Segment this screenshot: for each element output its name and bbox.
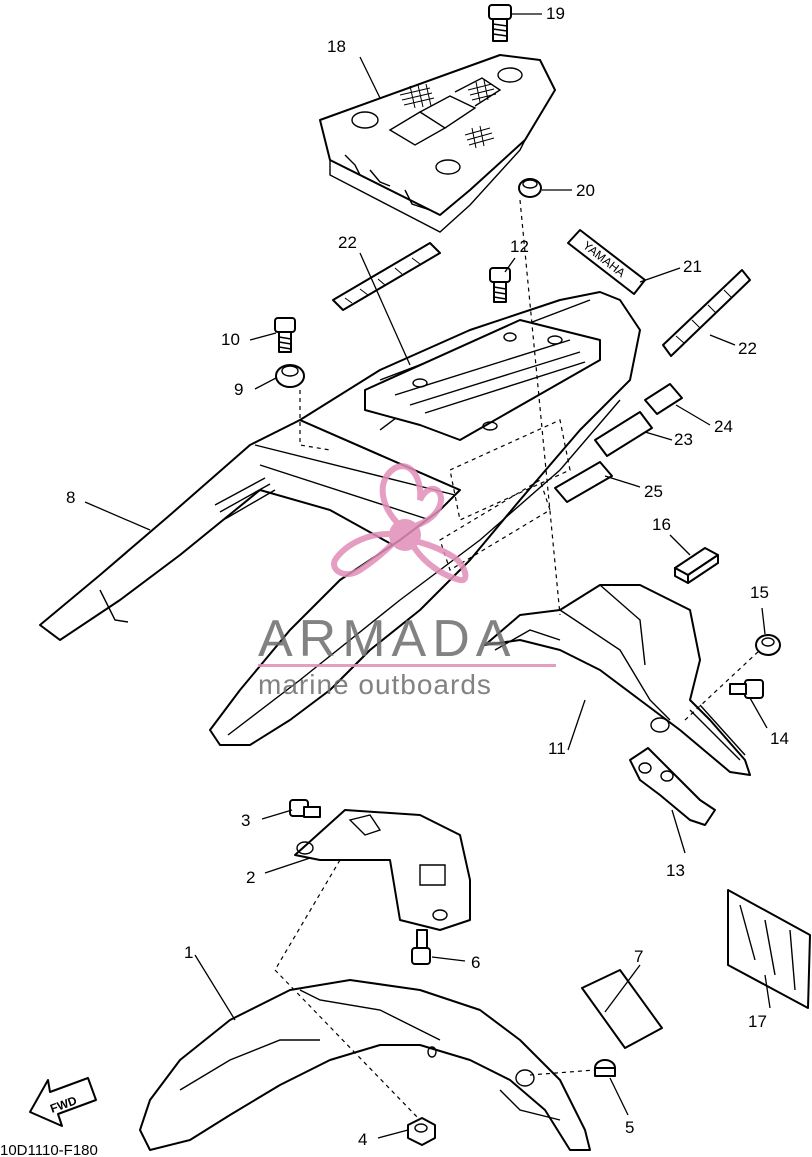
- callout-25: 25: [644, 482, 663, 501]
- callout-7: 7: [634, 947, 643, 966]
- part-18-carrier: [319, 54, 556, 233]
- callout-21: 21: [683, 257, 702, 276]
- part-24-decal: [644, 383, 683, 415]
- callout-labels: 1 2 3 4 5 6 7 8 9 10 11 12 13 14 15 16 1…: [66, 4, 789, 1149]
- callout-8: 8: [66, 488, 75, 507]
- part-10-bolt: [274, 317, 296, 353]
- part-6-bolt: [411, 929, 431, 965]
- propeller-blade-left: [331, 531, 406, 578]
- callout-17: 17: [748, 1012, 767, 1031]
- callout-23: 23: [674, 430, 693, 449]
- callout-1: 1: [184, 943, 193, 962]
- part-25-decal: [554, 461, 613, 503]
- callout-12: 12: [510, 237, 529, 256]
- part-12-bolt: [489, 267, 511, 303]
- armada-watermark: ARMADA marine outboards: [258, 463, 556, 700]
- callout-6: 6: [471, 953, 480, 972]
- callout-13: 13: [666, 861, 685, 880]
- part-11-rear-fender: [484, 584, 751, 776]
- propeller-blade-right: [404, 535, 469, 584]
- callout-22-left: 22: [338, 233, 357, 252]
- part-2-stay: [294, 809, 471, 931]
- part-16-reflector: [674, 547, 719, 584]
- part-21-yamaha-decal: YAMAHA: [567, 229, 646, 295]
- callout-19: 19: [546, 4, 565, 23]
- callout-10: 10: [221, 330, 240, 349]
- callout-16: 16: [652, 515, 671, 534]
- watermark-brand: ARMADA: [258, 610, 516, 668]
- callout-24: 24: [714, 417, 733, 436]
- part-20-grommet: [518, 178, 542, 198]
- callout-9: 9: [234, 380, 243, 399]
- propeller-logo: [331, 463, 469, 584]
- fwd-arrow: FWD: [29, 1077, 97, 1127]
- part-9-grommet: [275, 364, 305, 388]
- tail-bracket: [364, 319, 601, 441]
- part-15-nut: [755, 634, 781, 656]
- part-13-bracket: [629, 747, 716, 826]
- assembly-lines: [274, 199, 761, 1121]
- callout-11: 11: [548, 739, 566, 758]
- callout-5: 5: [625, 1118, 634, 1137]
- leader-lines: [84, 13, 771, 1139]
- part-22-stripe-left: [332, 242, 441, 311]
- part-19-bolt: [488, 4, 512, 42]
- callout-15: 15: [750, 583, 769, 602]
- watermark-divider: [258, 664, 556, 667]
- part-17-mudflap: [727, 889, 811, 1009]
- callout-3: 3: [241, 811, 250, 830]
- part-14-bolt: [729, 679, 764, 699]
- part-1-front-fender: [139, 979, 591, 1151]
- callout-14: 14: [770, 729, 789, 748]
- part-23-decal: [594, 411, 653, 457]
- callout-4: 4: [358, 1130, 367, 1149]
- callout-20: 20: [576, 181, 595, 200]
- watermark-tagline: marine outboards: [258, 669, 492, 700]
- callout-22-right: 22: [738, 339, 757, 358]
- callout-2: 2: [246, 868, 255, 887]
- part-22-stripe-right: [662, 269, 751, 357]
- part-4-nut: [407, 1117, 436, 1146]
- callout-18: 18: [327, 37, 346, 56]
- propeller-blade-top: [379, 463, 444, 534]
- part-7-label: [581, 969, 663, 1049]
- propeller-hub: [389, 519, 421, 551]
- part-5-collar: [594, 1059, 616, 1077]
- part-3-bolt: [289, 799, 321, 818]
- diagram-code: 10D1110-F180: [0, 1142, 98, 1157]
